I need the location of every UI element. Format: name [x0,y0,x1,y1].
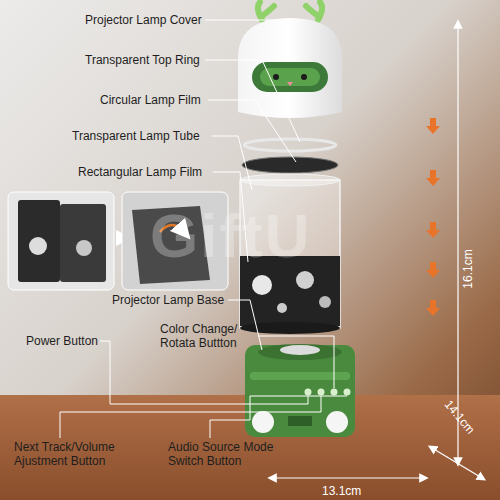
part-label: Circular Lamp Film [100,93,220,107]
part-label: Transparent Lamp Tube [72,129,217,143]
part-label: Projector Lamp Cover [85,13,215,27]
dimension: 16.1cm [461,249,475,288]
circular-film [242,157,338,173]
button-label: Audio Source Mode Switch Button [168,440,288,468]
button-label: Power Button [26,334,116,348]
dimension: 13.1cm [322,484,372,498]
table [0,395,500,500]
watermark: GiftU [150,200,312,271]
part-label: Transparent Top Ring [85,53,215,67]
lamp-base [245,344,355,437]
leader-lines [60,20,347,438]
part-label: Rectangular Lamp Film [78,165,223,179]
top-ring [244,139,336,151]
part-label: Projector Lamp Base [112,293,242,307]
button-label: Color Change/ Rotata Buttton [160,322,256,350]
button-label: Next Track/Volume Ajustment Button [14,440,134,468]
assembly-arrows [426,118,440,316]
dimension: 14.1cm [442,397,478,436]
